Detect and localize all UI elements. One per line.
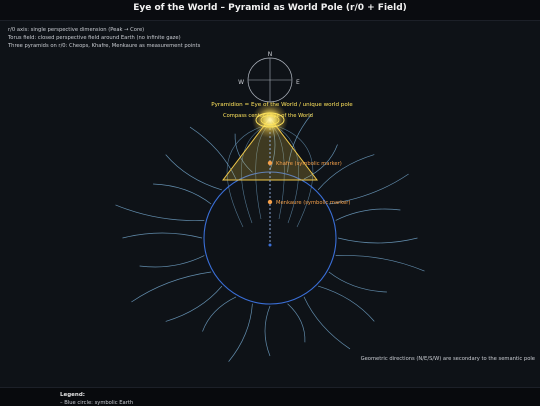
field-line <box>317 285 375 322</box>
compass-e-label: E <box>296 79 300 86</box>
menkaure-label: Menkaure (symbolic marker) <box>276 200 350 206</box>
field-line <box>234 133 253 173</box>
field-line <box>335 208 401 221</box>
info-panel: r/0 axis: single perspective dimension (… <box>8 26 200 50</box>
field-line <box>165 285 223 322</box>
field-line <box>287 114 312 173</box>
info-line-pyramids: Three pyramids on r/0: Cheops, Khafre, M… <box>8 43 201 49</box>
field-line <box>228 303 253 362</box>
field-line <box>303 144 338 180</box>
compass-w-label: W <box>238 79 244 86</box>
legend-title: Legend: <box>60 392 85 398</box>
field-line <box>317 154 375 191</box>
compass-n-label: N <box>268 51 273 58</box>
inner-field-line <box>269 123 314 228</box>
legend-panel: Legend: – Blue circle: symbolic Earth <box>0 387 540 406</box>
pyramidion-label: Pyramidion = Eye of the World / unique w… <box>211 102 353 108</box>
field-line <box>202 296 237 332</box>
title-bar: Eye of the World – Pyramid as World Pole… <box>0 0 540 21</box>
legend-item-earth: – Blue circle: symbolic Earth <box>60 400 134 406</box>
page-title: Eye of the World – Pyramid as World Pole… <box>133 3 407 13</box>
compass-icon: N E W <box>238 51 300 103</box>
field-line <box>264 305 271 357</box>
info-line-axis: r/0 axis: single perspective dimension (… <box>8 27 145 33</box>
field-line <box>189 126 237 180</box>
field-line <box>337 237 418 244</box>
menkaure-marker <box>267 199 273 205</box>
field-line <box>115 204 205 221</box>
core-point <box>268 243 272 247</box>
khafre-marker <box>267 160 273 166</box>
inner-field-line <box>226 123 271 228</box>
footnote: Geometric directions (N/E/S/W) are secon… <box>360 356 535 362</box>
field-line <box>131 271 212 303</box>
field-line <box>122 232 203 239</box>
eye-icon <box>252 102 288 138</box>
field-line <box>287 303 306 343</box>
field-line <box>165 154 223 191</box>
field-line <box>328 173 409 205</box>
compass-center-label: Compass center / Eye of the World <box>223 113 313 119</box>
field-line <box>335 255 425 272</box>
field-line <box>153 183 212 205</box>
info-line-torus: Torus field: closed perspective field ar… <box>8 35 181 41</box>
khafre-label: Khafre (symbolic marker) <box>276 161 342 167</box>
torus-field-lines <box>115 114 425 362</box>
field-line <box>303 296 351 350</box>
field-line <box>328 271 387 293</box>
field-line <box>139 255 205 268</box>
